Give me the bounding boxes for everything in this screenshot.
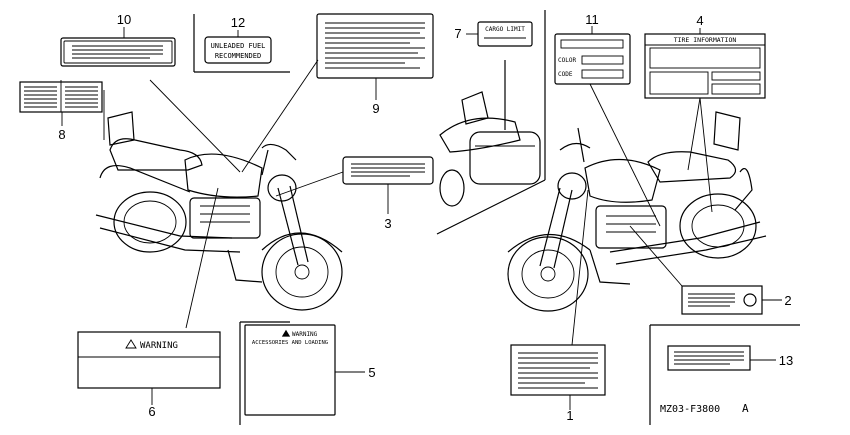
code-text: CODE <box>558 71 573 78</box>
accessories-loading-text: ACCESSORIES AND LOADING <box>252 340 328 346</box>
callout-3: 3 <box>384 216 391 231</box>
callout-1: 1 <box>566 408 573 423</box>
label-9-plate <box>316 13 434 79</box>
label-10-plate <box>60 37 176 67</box>
label-6-warning: WARNING <box>77 331 221 389</box>
revision-text: A <box>742 402 749 415</box>
warning-triangle-icon <box>125 339 137 349</box>
footer-part-code: MZ03-F3800 A <box>660 402 749 415</box>
label-5-accessories: WARNING ACCESSORIES AND LOADING <box>244 324 336 416</box>
label-1-plate <box>510 344 606 396</box>
leader-lines <box>60 26 782 410</box>
warning-text: WARNING <box>140 341 178 351</box>
cargo-limit-text: CARGO LIMIT <box>485 26 525 33</box>
callout-6: 6 <box>148 404 155 419</box>
label-4-tire-info: TIRE INFORMATION <box>644 33 766 99</box>
callout-7: 7 <box>454 26 461 41</box>
callout-4: 4 <box>696 13 703 28</box>
label-8-plate <box>19 81 103 113</box>
fuel-label-line1: UNLEADED FUEL <box>211 42 266 50</box>
warning-small-text: WARNING <box>292 331 318 338</box>
callout-8: 8 <box>58 127 65 142</box>
callout-2: 2 <box>784 293 791 308</box>
label-11-color-code: COLOR CODE <box>554 33 631 85</box>
label-7-cargo: CARGO LIMIT <box>477 21 533 47</box>
tire-information-text: TIRE INFORMATION <box>674 36 737 44</box>
label-2-plate <box>681 285 763 315</box>
color-text: COLOR <box>558 57 576 64</box>
warning-small-triangle-icon <box>281 329 291 337</box>
callout-13: 13 <box>779 353 793 368</box>
label-12-fuel: UNLEADED FUEL RECOMMENDED <box>204 36 272 64</box>
right-motorcycle-drawing <box>507 111 767 312</box>
callout-5: 5 <box>368 365 375 380</box>
fuel-label-line2: RECOMMENDED <box>215 52 261 60</box>
label-13-plate <box>667 345 751 371</box>
saddlebag-drawing <box>439 60 541 207</box>
callout-12: 12 <box>231 15 245 30</box>
divider-lines <box>193 10 800 425</box>
left-motorcycle-drawing <box>95 111 343 311</box>
callout-10: 10 <box>117 12 131 27</box>
part-code-text: MZ03-F3800 <box>660 404 720 415</box>
callout-numbers: 10 12 9 8 7 11 4 3 2 6 5 1 13 <box>58 12 793 423</box>
callout-11: 11 <box>585 12 599 27</box>
label-3-plate <box>342 156 434 185</box>
callout-9: 9 <box>372 101 379 116</box>
